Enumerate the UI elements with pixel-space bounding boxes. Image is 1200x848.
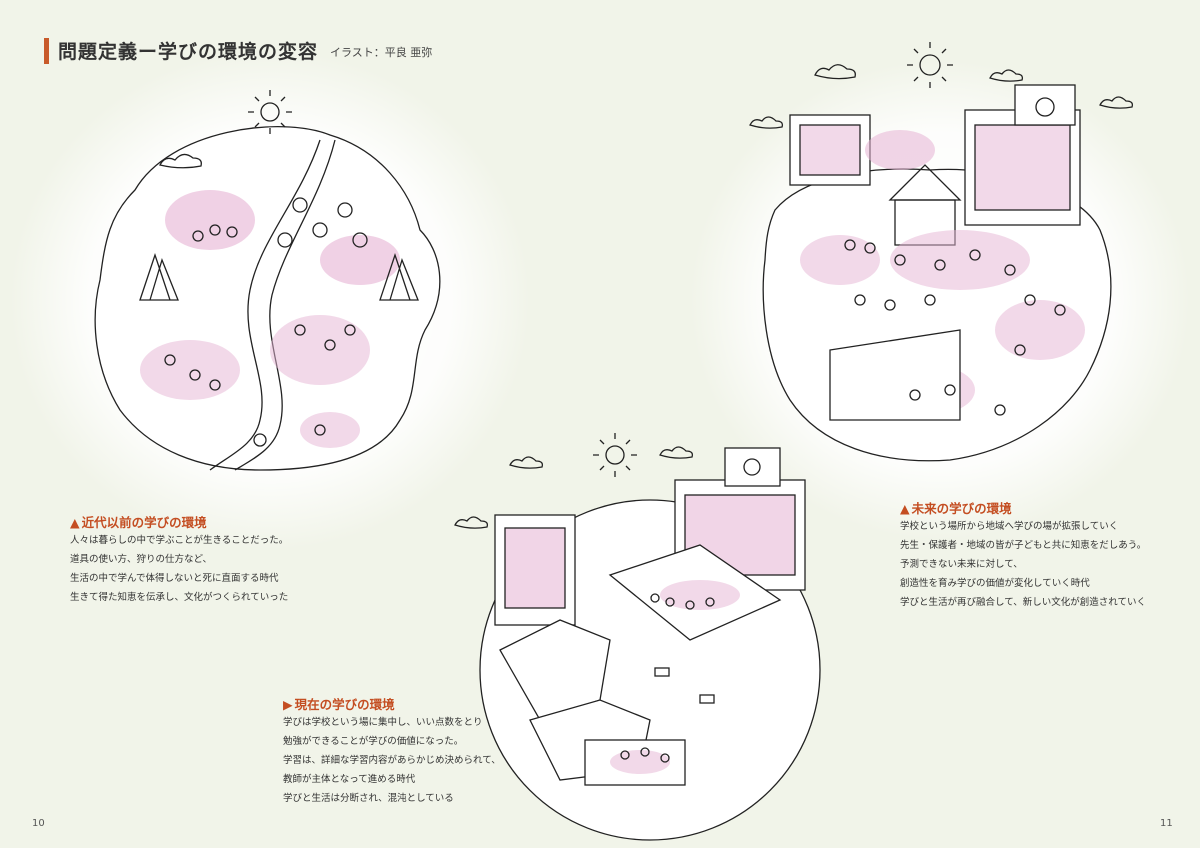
present-line: 学習は、詳細な学習内容があらかじめ決められて、 xyxy=(283,755,501,766)
past-heading-text: 近代以前の学びの環境 xyxy=(81,515,207,530)
triangle-up-icon: ▲ xyxy=(70,515,80,530)
future-heading: ▲未来の学びの環境 xyxy=(900,498,1012,517)
past-line: 生きて得た知恵を伝承し、文化がつくられていった xyxy=(70,592,289,603)
present-illustration xyxy=(454,433,821,841)
present-line: 勉強ができることが学びの価値になった。 xyxy=(283,736,464,747)
present-line: 学びと生活は分断され、混沌としている xyxy=(283,793,454,804)
past-line: 道具の使い方、狩りの仕方など、 xyxy=(70,554,213,565)
present-heading-text: 現在の学びの環境 xyxy=(294,697,395,712)
past-heading: ▲近代以前の学びの環境 xyxy=(70,512,207,531)
page-number-left: 10 xyxy=(32,818,45,829)
future-heading-text: 未来の学びの環境 xyxy=(911,501,1012,516)
triangle-right-icon: ▶ xyxy=(283,697,293,712)
present-line: 学びは学校という場に集中し、いい点数をとり xyxy=(283,717,483,728)
present-heading: ▶現在の学びの環境 xyxy=(283,694,395,713)
triangle-up-icon: ▲ xyxy=(900,501,910,516)
past-illustration xyxy=(10,50,530,550)
past-line: 人々は暮らしの中で学ぶことが生きることだった。 xyxy=(70,535,289,546)
future-line: 学校という場所から地域へ学びの場が拡張していく xyxy=(900,521,1119,532)
future-line: 創造性を育み学びの価値が変化していく時代 xyxy=(900,578,1090,589)
future-line: 先生・保護者・地域の皆が子どもと共に知恵をだしあう。 xyxy=(900,540,1147,551)
illustration-credit: イラスト：平良 亜弥 xyxy=(330,46,433,59)
past-line: 生活の中で学んで体得しないと死に直面する時代 xyxy=(70,573,279,584)
past-body: 人々は暮らしの中で学ぶことが生きることだった。 道具の使い方、狩りの仕方など、 … xyxy=(70,531,288,607)
title-accent-bar xyxy=(44,38,49,64)
future-line: 学びと生活が再び融合して、新しい文化が創造されていく xyxy=(900,597,1146,608)
page-title: 問題定義ー学びの環境の変容 xyxy=(58,41,319,63)
present-line: 教師が主体となって進める時代 xyxy=(283,774,416,785)
page-number-right: 11 xyxy=(1160,818,1173,829)
future-line: 予測できない未来に対して、 xyxy=(900,559,1023,570)
present-body: 学びは学校という場に集中し、いい点数をとり 勉強ができることが学びの価値になった… xyxy=(283,713,501,808)
future-body: 学校という場所から地域へ学びの場が拡張していく 先生・保護者・地域の皆が子どもと… xyxy=(900,517,1146,612)
future-illustration xyxy=(690,42,1190,540)
